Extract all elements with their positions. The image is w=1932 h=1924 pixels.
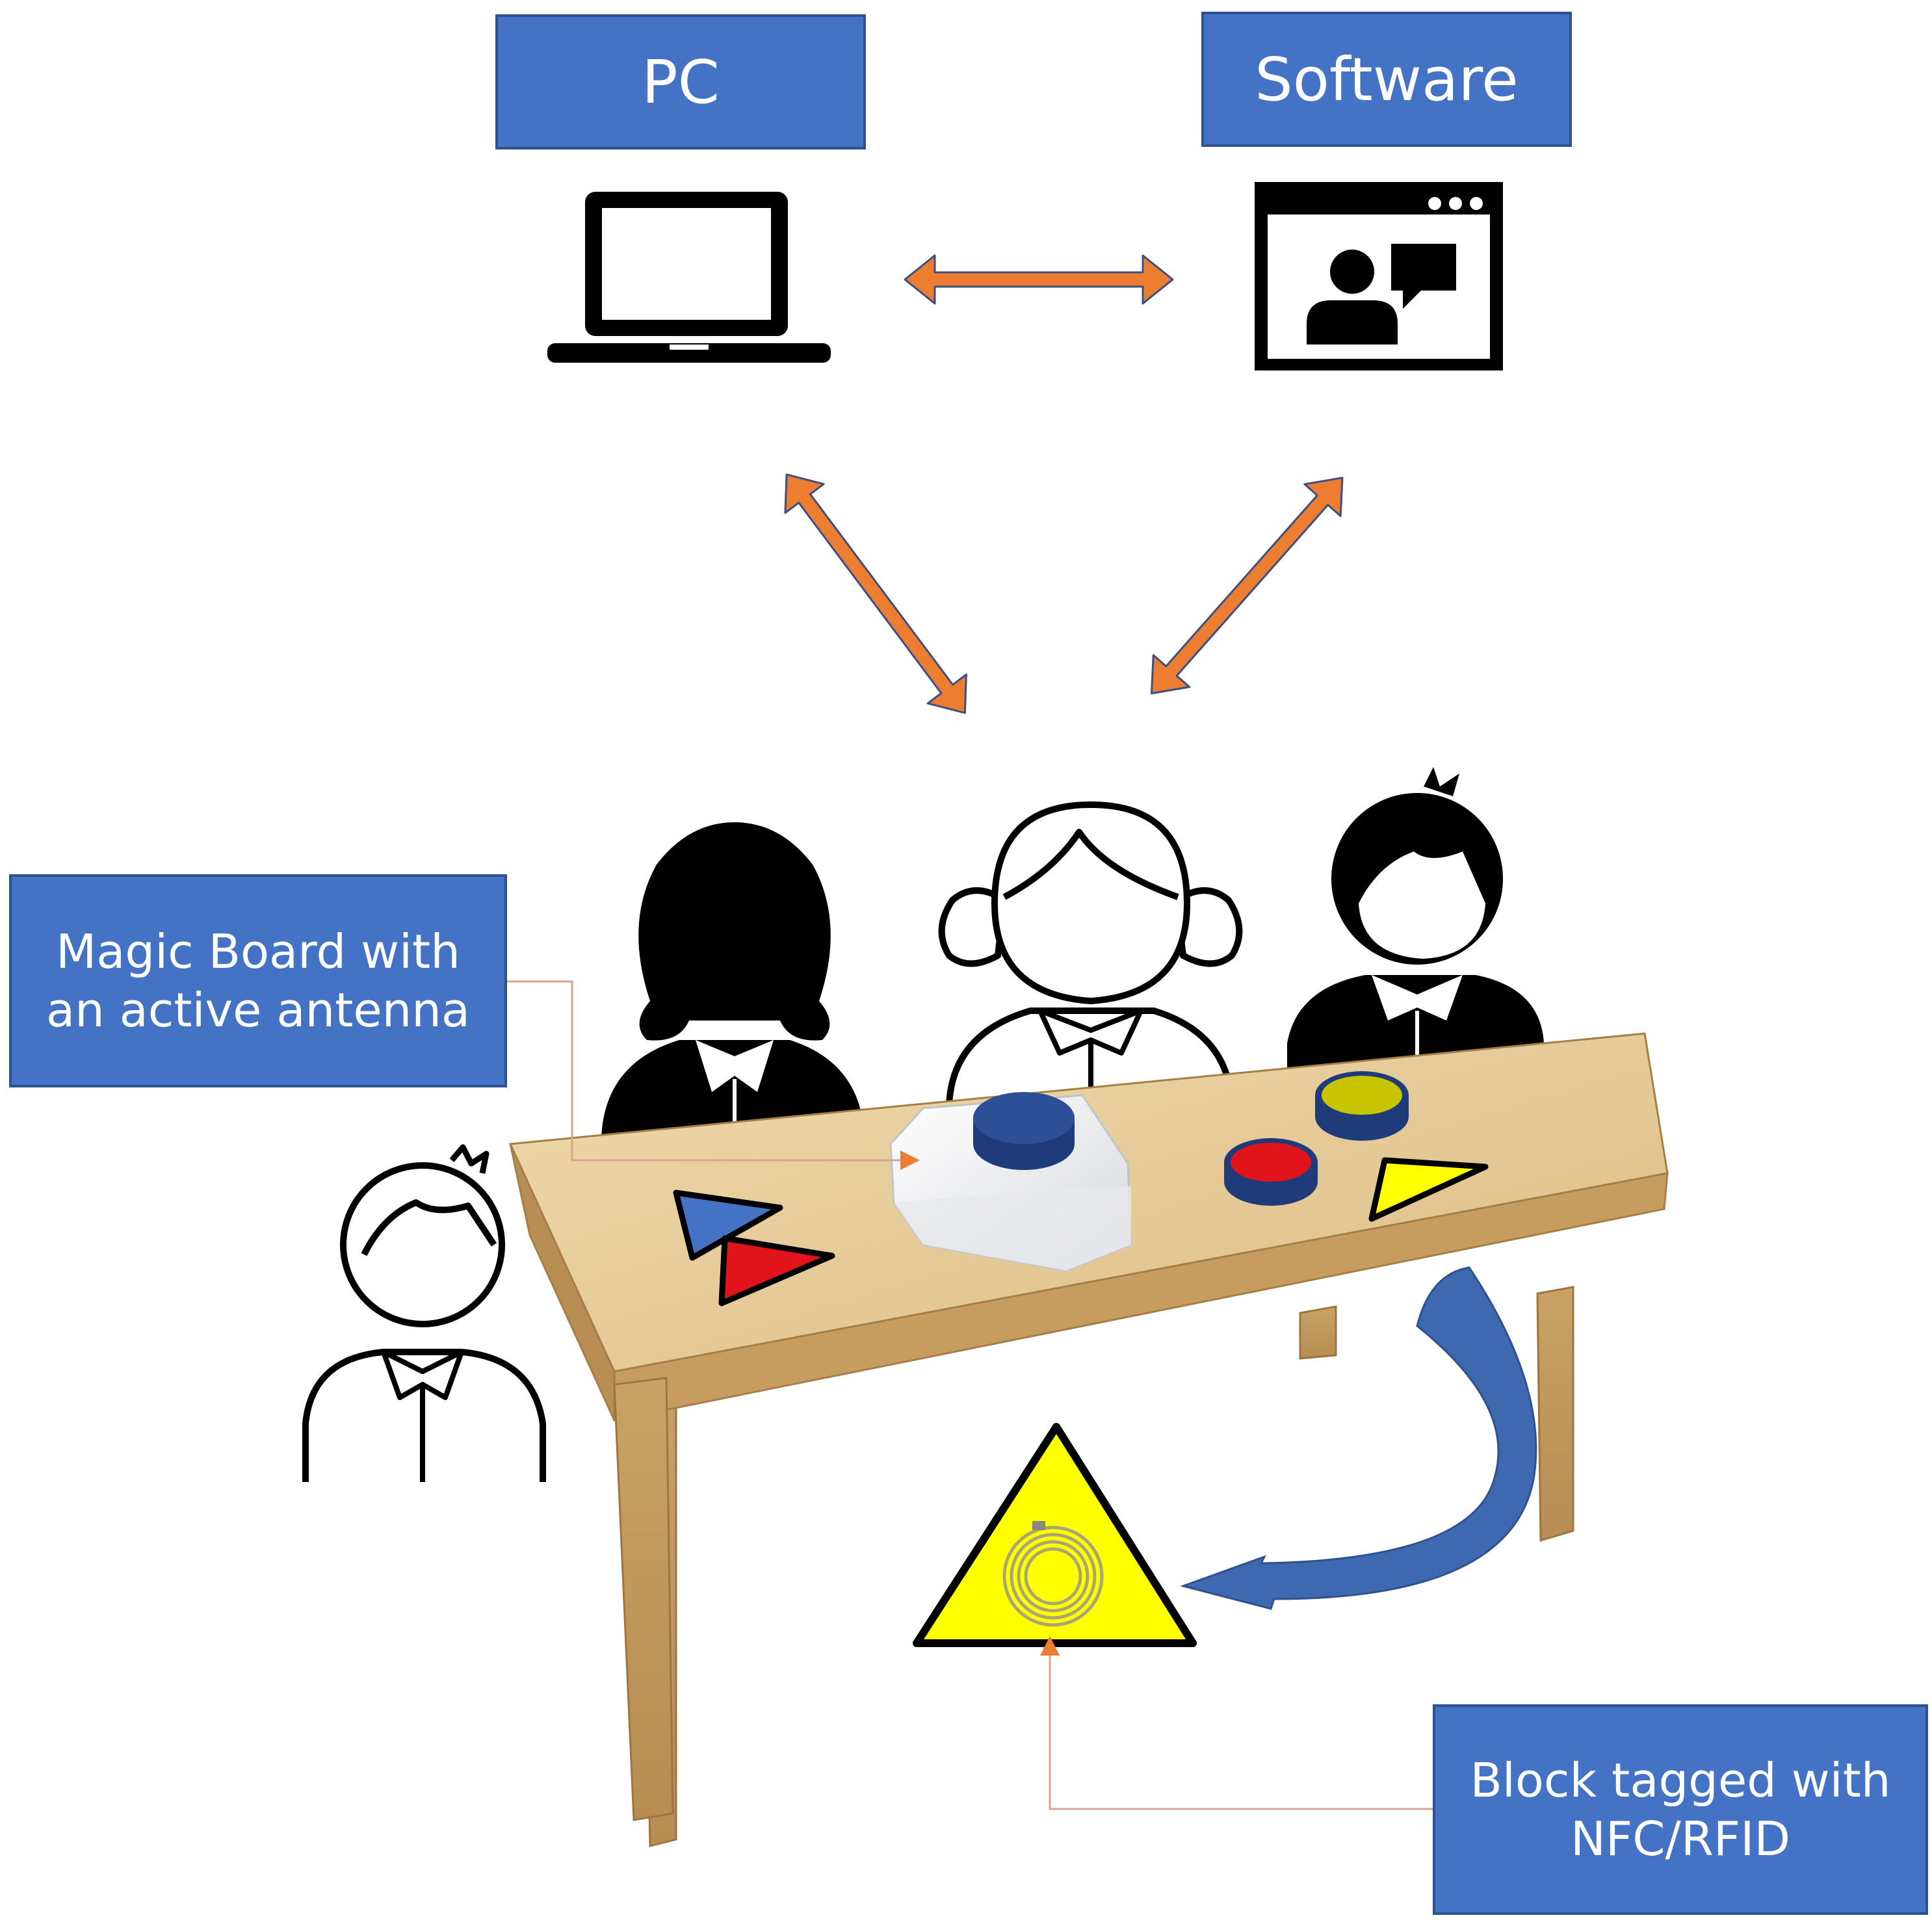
pc-software-arrow	[904, 254, 1174, 305]
software-label-text: Software	[1255, 44, 1519, 114]
software-table-arrow	[1150, 476, 1344, 695]
triangle-block-blue	[673, 1190, 783, 1261]
nfc-coil-icon	[1002, 1526, 1104, 1627]
girl-pigtails-icon	[938, 801, 1243, 1106]
triangle-block-yellow	[1368, 1157, 1489, 1222]
magic-board-label-text: Magic Board with an active antenna	[46, 924, 471, 1037]
magic-board-label: Magic Board with an active antenna	[9, 874, 507, 1087]
nfc-tagged-triangle	[913, 1423, 1197, 1647]
boy-outline-icon	[302, 1144, 546, 1482]
token-red	[1224, 1138, 1318, 1206]
token-blue	[973, 1092, 1075, 1170]
pc-label: PC	[495, 14, 866, 150]
block-tagged-label-text: Block tagged with NFC/RFID	[1470, 1753, 1891, 1866]
block-callout-line	[1040, 1636, 1433, 1810]
laptop-icon	[547, 192, 831, 363]
pc-table-arrow	[784, 473, 967, 714]
software-label: Software	[1201, 12, 1572, 147]
girl-long-hair-icon	[601, 822, 865, 1150]
pc-label-text: PC	[642, 47, 720, 117]
magic-board-callout-line	[507, 980, 920, 1170]
token-yellow	[1315, 1071, 1409, 1141]
curved-arrow	[1179, 1266, 1537, 1610]
block-tagged-label: Block tagged with NFC/RFID	[1433, 1704, 1928, 1915]
video-call-window-icon	[1255, 182, 1503, 370]
triangle-block-red	[718, 1235, 835, 1306]
